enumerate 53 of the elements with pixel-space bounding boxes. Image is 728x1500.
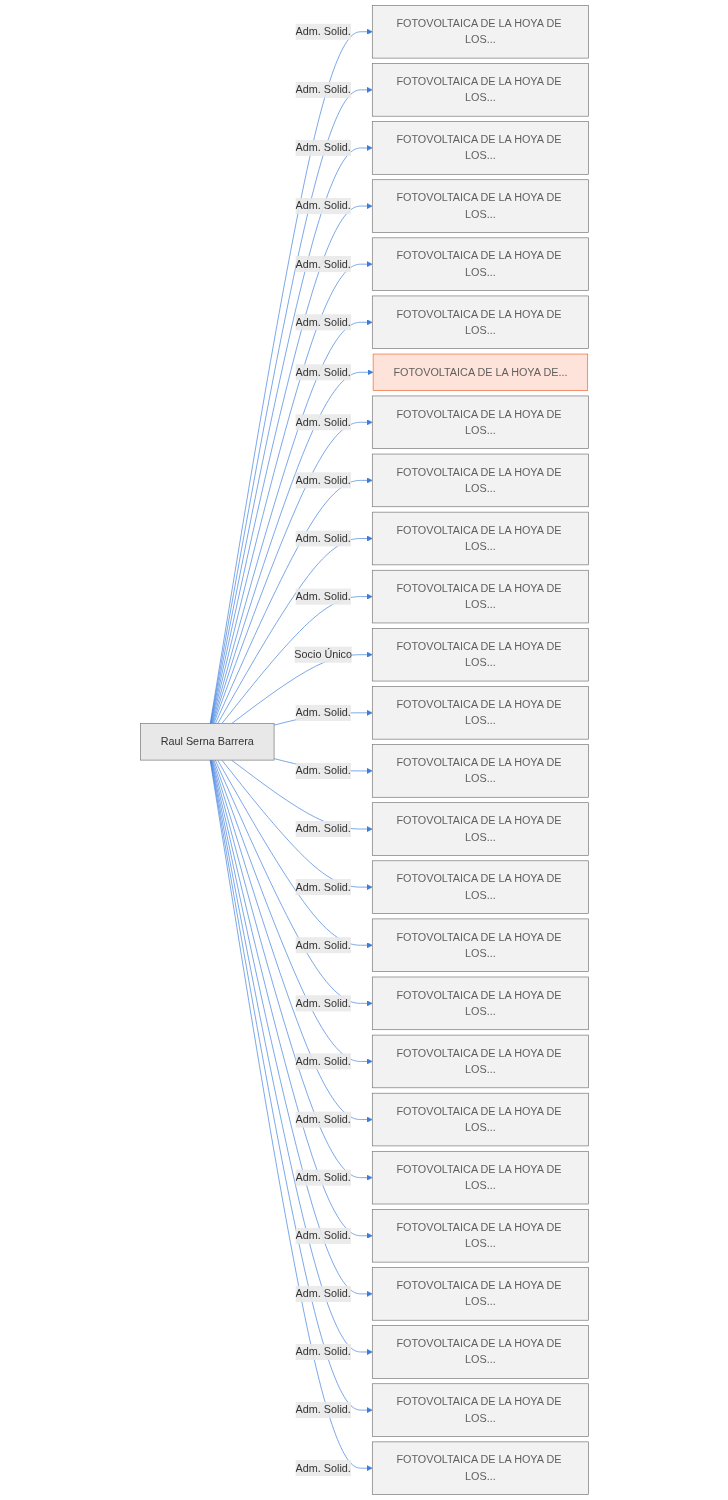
node-box: FOTOVOLTAICA DE LA HOYA DE LOS...: [371, 1441, 589, 1495]
node-box: FOTOVOLTAICA DE LA HOYA DE LOS...: [371, 295, 589, 349]
edge-label: Adm. Solid.: [295, 416, 351, 428]
node-box: FOTOVOLTAICA DE LA HOYA DE LOS...: [371, 918, 589, 972]
edge-label: Adm. Solid.: [295, 881, 351, 893]
edge-label: Adm. Solid.: [295, 590, 351, 603]
edge-label: Adm. Solid.: [295, 939, 351, 951]
node-box: FOTOVOLTAICA DE LA HOYA DE LOS...: [371, 802, 589, 856]
node-box: FOTOVOLTAICA DE LA HOYA DE LOS...: [371, 1092, 589, 1147]
node-box: Raul Serna Barrera: [139, 723, 274, 761]
node-box: FOTOVOLTAICA DE LA HOYA DE LOS...: [371, 511, 589, 566]
node-box: FOTOVOLTAICA DE LA HOYA DE LOS...: [371, 121, 589, 175]
edge-label: Adm. Solid.: [295, 1345, 351, 1358]
edge-label: Adm. Solid.: [295, 1113, 351, 1125]
node-box: FOTOVOLTAICA DE LA HOYA DE LOS...: [371, 860, 589, 914]
edge-label: Adm. Solid.: [295, 1404, 351, 1416]
node-box: FOTOVOLTAICA DE LA HOYA DE LOS...: [371, 1267, 589, 1321]
node-box: FOTOVOLTAICA DE LA HOYA DE LOS...: [371, 1325, 589, 1379]
edge-label: Adm. Solid.: [295, 706, 351, 719]
node-box: FOTOVOLTAICA DE LA HOYA DE LOS...: [371, 453, 589, 508]
node-box: FOTOVOLTAICA DE LA HOYA DE LOS...: [371, 628, 589, 682]
node-box: FOTOVOLTAICA DE LA HOYA DE...: [372, 353, 588, 391]
node-box: FOTOVOLTAICA DE LA HOYA DE LOS...: [371, 1383, 589, 1437]
edge-label: Adm. Solid.: [295, 83, 351, 96]
edge-label: Adm. Solid.: [295, 1462, 351, 1474]
edge-label: Adm. Solid.: [295, 997, 351, 1009]
edge-label: Adm. Solid.: [295, 141, 351, 154]
edge-label: Adm. Solid.: [295, 200, 351, 212]
node-box: FOTOVOLTAICA DE LA HOYA DE LOS...: [371, 1151, 589, 1205]
node-box: FOTOVOLTAICA DE LA HOYA DE LOS...: [371, 744, 589, 798]
edge-label: Socio Único: [293, 648, 352, 661]
node-box: FOTOVOLTAICA DE LA HOYA DE LOS...: [371, 63, 589, 117]
node-box: FOTOVOLTAICA DE LA HOYA DE LOS...: [371, 1034, 589, 1089]
node-box: FOTOVOLTAICA DE LA HOYA DE LOS...: [371, 569, 589, 624]
edge-label: Adm. Solid.: [295, 1229, 351, 1242]
node-box: FOTOVOLTAICA DE LA HOYA DE LOS...: [371, 1209, 589, 1263]
edge-label: Adm. Solid.: [295, 532, 351, 544]
edge-label: Adm. Solid.: [295, 1171, 351, 1184]
node-box: FOTOVOLTAICA DE LA HOYA DE LOS...: [371, 686, 589, 740]
edge-label: Adm. Solid.: [295, 1287, 351, 1300]
edge-label: Adm. Solid.: [295, 474, 351, 486]
edge-label: Adm. Solid.: [295, 764, 351, 777]
edge-label: Adm. Solid.: [295, 316, 351, 328]
node-box: FOTOVOLTAICA DE LA HOYA DE LOS...: [371, 395, 589, 449]
node-box: FOTOVOLTAICA DE LA HOYA DE LOS...: [371, 5, 589, 59]
node-box: FOTOVOLTAICA DE LA HOYA DE LOS...: [371, 976, 589, 1031]
node-box: FOTOVOLTAICA DE LA HOYA DE LOS...: [371, 237, 589, 291]
edge-label: Adm. Solid.: [295, 366, 351, 378]
edge-label: Adm. Solid.: [295, 25, 351, 38]
node-box: FOTOVOLTAICA DE LA HOYA DE LOS...: [371, 179, 589, 233]
edge-label: Adm. Solid.: [295, 822, 351, 835]
edge-label: Adm. Solid.: [295, 258, 351, 270]
edge-label: Adm. Solid.: [295, 1055, 351, 1067]
